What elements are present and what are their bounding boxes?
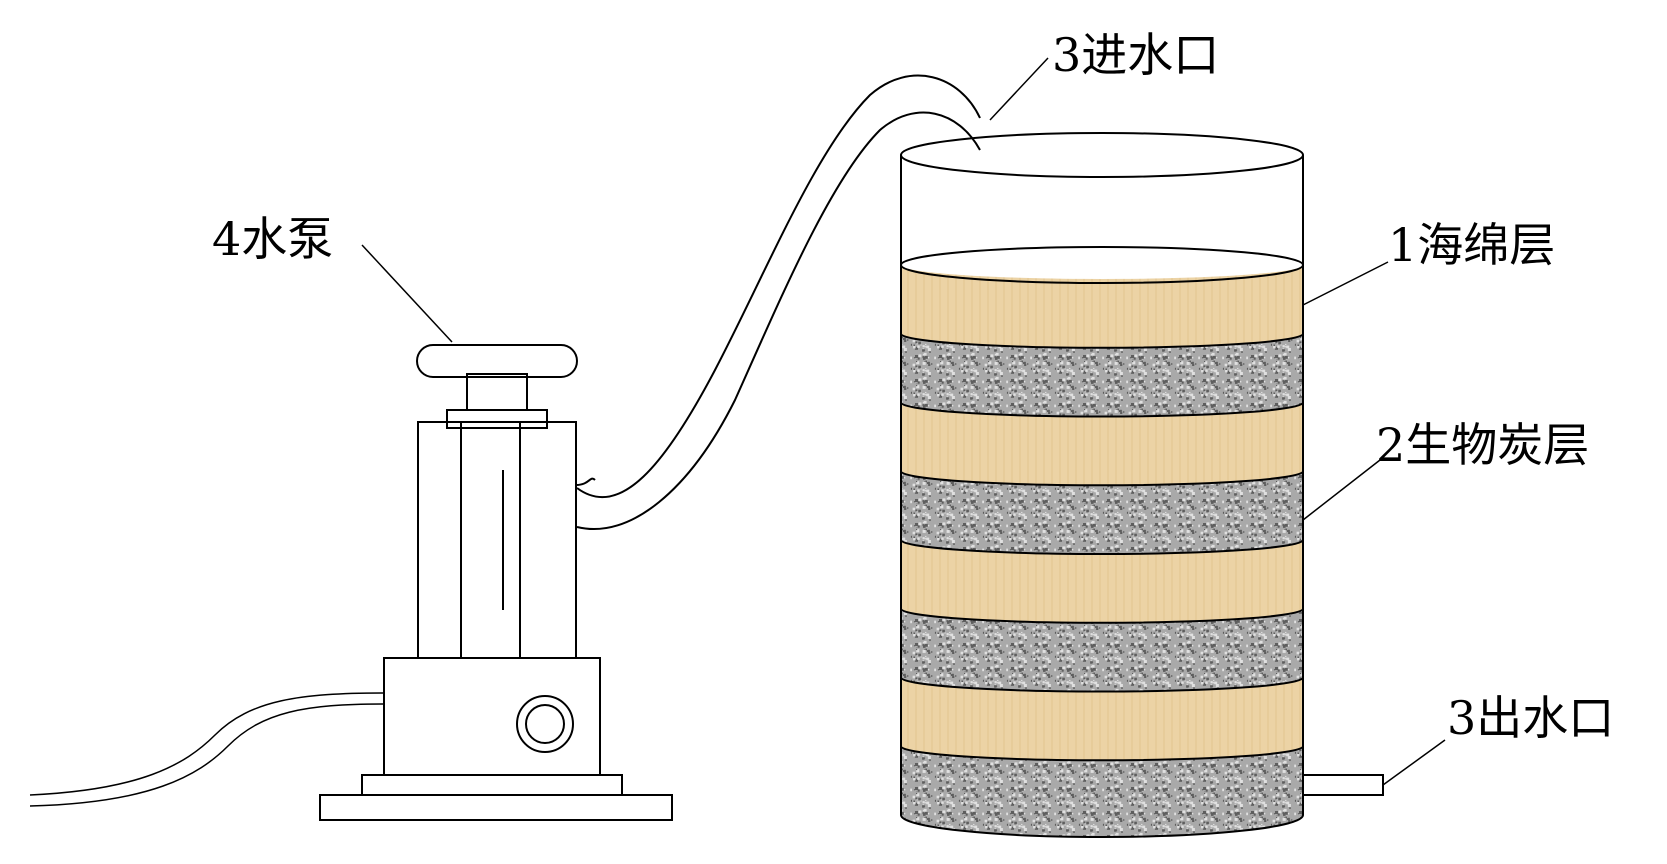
layer-boundary	[900, 677, 1304, 693]
water-surface-ellipse	[900, 246, 1304, 284]
label-sponge-layer: 1海绵层	[1388, 218, 1556, 272]
label-inlet: 3进水口	[1052, 28, 1220, 82]
filter-layers	[900, 265, 1304, 837]
filter-column	[900, 132, 1384, 838]
sponge-layer	[901, 540, 1303, 623]
outlet-pipe	[1302, 774, 1384, 796]
label-biochar-layer: 2生物炭层	[1376, 418, 1590, 472]
column-top-rim	[900, 132, 1304, 178]
hose-upper	[576, 74, 981, 499]
leader-line-biochar	[1302, 459, 1381, 521]
sponge-layer	[901, 265, 1303, 348]
biochar-layer	[901, 746, 1303, 837]
sponge-layer	[901, 677, 1303, 761]
biochar-layer	[901, 333, 1303, 417]
pump-cylinder	[417, 421, 577, 659]
pump-base-step	[361, 774, 623, 796]
pump-base-plate	[319, 794, 673, 821]
layer-boundary	[900, 745, 1304, 762]
pump-piston-rod	[466, 373, 528, 411]
layer-boundary	[900, 470, 1304, 487]
sponge-layer	[901, 402, 1303, 486]
hose-lower	[576, 111, 981, 530]
pump-nozzle	[575, 477, 596, 486]
pump-switch-outer	[516, 695, 574, 753]
leader-line-inlet	[989, 57, 1049, 121]
label-water-pump: 4水泵	[212, 212, 334, 266]
layer-boundary	[900, 402, 1304, 418]
biochar-layer	[901, 471, 1303, 554]
layer-boundary	[900, 333, 1304, 349]
water-pump	[29, 74, 981, 821]
layer-boundary	[900, 608, 1304, 624]
pump-handle	[416, 344, 578, 378]
power-cord-edge	[29, 703, 385, 807]
column-bottom	[900, 814, 1304, 838]
leader-line-outlet	[1382, 739, 1446, 786]
layer-boundary	[900, 539, 1304, 555]
pump-motor-housing	[383, 657, 601, 776]
power-cord	[29, 692, 385, 796]
label-outlet: 3出水口	[1447, 691, 1615, 745]
pump-switch-inner	[525, 704, 565, 744]
leader-line-pump	[361, 244, 453, 343]
leader-line-sponge	[1302, 261, 1389, 306]
biochar-layer	[901, 608, 1303, 692]
